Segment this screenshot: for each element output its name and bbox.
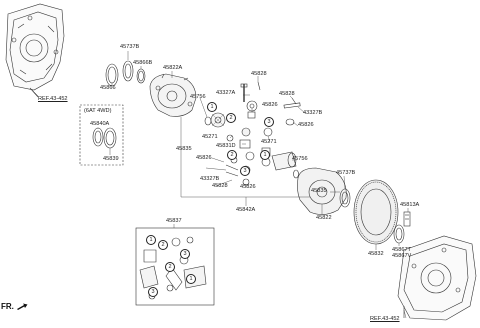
differential-case-45822a [149,73,197,117]
label-45828-bottom: 45828 [212,183,228,189]
leader-lines [29,51,409,319]
label-45826-b: 45826 [298,122,314,128]
label-43327a: 43327A [216,90,236,96]
label-45840a: 45840A [90,121,110,127]
label-45832: 45832 [368,251,384,257]
ring-gear-45832 [353,179,399,245]
circle-ref-2: 2 [226,113,236,123]
pin-45828-right [291,97,297,105]
box-45837-outline [135,227,215,306]
bearing-45737b-left [122,60,134,82]
side-gear-45756-upper [210,112,226,128]
circle-ref-1: 1 [207,102,217,112]
label-45756-a: 45756 [190,94,206,100]
label-45867v: 45867V [392,253,412,259]
label-45822a: 45822A [163,65,183,71]
label-45835-left: 45835 [176,146,192,152]
washer-45271-a [226,134,234,142]
side-gear-45756-lower [271,151,297,171]
ref-left: REF.43-452 [38,96,68,102]
box-4wd-outline [79,104,124,166]
label-45271-b: 45271 [261,139,277,145]
label-43327b-top: 43327B [303,110,323,116]
label-box-4wd: (6AT 4WD) [84,108,112,114]
label-45837: 45837 [166,218,182,224]
circle-ref-3-d: 3 [148,287,158,297]
ref-right: REF.43-452 [370,316,400,322]
label-45737b-left: 45737B [120,44,140,50]
circle-ref-3-c: 3 [180,249,190,259]
label-45842a: 45842A [236,207,256,213]
label-45866b: 45866B [133,60,153,66]
label-45835-right: 45835 [311,188,327,194]
label-45813a: 45813A [400,202,420,208]
right-transmission-case [397,235,477,321]
washer-45826-b [285,118,295,126]
bolt-45813a [403,211,411,227]
left-transmission-case [5,3,65,98]
front-marker: FR. [1,302,28,311]
label-45828-right: 45828 [279,91,295,97]
label-43327b-bottom: 43327B [200,176,220,182]
block-top [247,111,256,119]
shaft-43327b-top [283,102,301,109]
circle-ref-2-c: 2 [158,240,168,250]
circle-ref-2-d: 2 [165,262,175,272]
circle-ref-1-d: 1 [186,274,196,284]
pin-45828-top [257,81,261,91]
front-marker-label: FR. [1,302,14,311]
label-45826-a: 45826 [262,102,278,108]
circle-ref-2-b: 2 [227,150,237,160]
label-45756-b: 45756 [292,156,308,162]
label-45271-a: 45271 [202,134,218,140]
circle-ref-3-b: 3 [240,166,250,176]
circle-ref-1-b: 1 [260,150,270,160]
label-45826-d: 45826 [240,184,256,190]
circle-ref-1-c: 1 [146,235,156,245]
label-45839: 45839 [103,156,119,162]
label-45737b-right: 45737B [336,170,356,176]
label-45822: 45822 [316,215,332,221]
front-arrow-icon [17,303,28,310]
label-45831d: 45831D [216,143,236,149]
label-45826-c: 45826 [196,155,212,161]
label-45867t: 45867T [392,247,411,253]
label-45866: 45866 [100,85,116,91]
label-45828-top: 45828 [251,71,267,77]
circle-ref-3: 3 [264,117,274,127]
